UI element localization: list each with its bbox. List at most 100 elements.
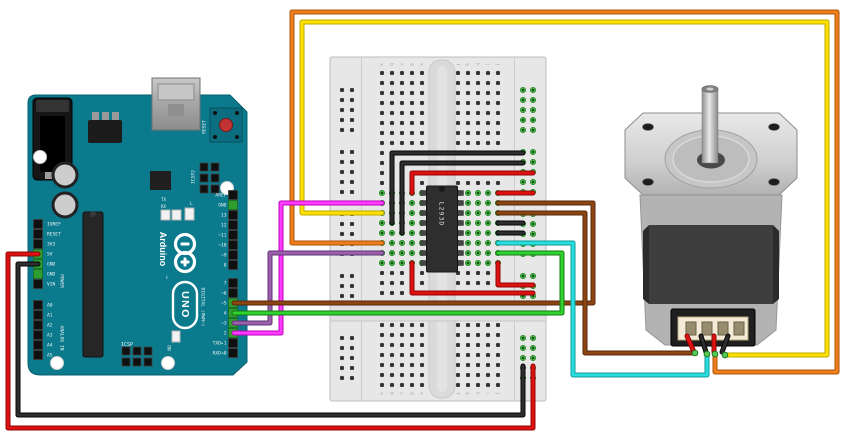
breadboard-hole[interactable] [380, 363, 384, 367]
breadboard-hole[interactable] [420, 131, 424, 135]
breadboard-hole[interactable] [340, 190, 344, 194]
breadboard-hole[interactable] [466, 281, 470, 285]
breadboard-hole[interactable] [466, 383, 470, 387]
breadboard-hole[interactable] [456, 91, 460, 95]
wire-motor-lead-4-black[interactable] [719, 333, 731, 355]
breadboard-hole[interactable] [466, 131, 470, 135]
breadboard-hole[interactable] [486, 181, 490, 185]
breadboard-hole[interactable] [410, 141, 414, 145]
breadboard-hole[interactable] [400, 111, 404, 115]
breadboard-hole[interactable] [476, 333, 480, 337]
breadboard-hole[interactable] [350, 376, 354, 380]
breadboard-hole[interactable] [380, 121, 384, 125]
breadboard-hole[interactable] [466, 353, 470, 357]
breadboard-hole[interactable] [350, 170, 354, 174]
breadboard-hole[interactable] [466, 323, 470, 327]
breadboard-hole[interactable] [400, 373, 404, 377]
breadboard-hole[interactable] [456, 281, 460, 285]
breadboard-hole[interactable] [410, 111, 414, 115]
breadboard-hole[interactable] [476, 81, 480, 85]
breadboard-hole[interactable] [466, 101, 470, 105]
arduino-pin-analog-A1[interactable] [33, 310, 43, 320]
breadboard-hole[interactable] [420, 121, 424, 125]
breadboard-hole[interactable] [496, 353, 500, 357]
breadboard-hole[interactable] [476, 323, 480, 327]
arduino-pin-digital-~9[interactable] [228, 250, 238, 260]
breadboard-hole[interactable] [486, 373, 490, 377]
breadboard-hole[interactable] [466, 373, 470, 377]
breadboard-hole[interactable] [420, 373, 424, 377]
breadboard-hole[interactable] [400, 131, 404, 135]
icsp-pin[interactable] [121, 346, 131, 356]
breadboard-hole[interactable] [420, 353, 424, 357]
breadboard-hole[interactable] [380, 111, 384, 115]
breadboard-hole[interactable] [420, 71, 424, 75]
breadboard-hole[interactable] [390, 281, 394, 285]
icsp-pin[interactable] [210, 162, 220, 172]
breadboard-hole[interactable] [340, 294, 344, 298]
arduino-pin-power-VIN[interactable] [33, 279, 43, 289]
wire-orange-motor3[interactable] [289, 9, 840, 375]
breadboard-hole[interactable] [496, 333, 500, 337]
breadboard-hole[interactable] [466, 111, 470, 115]
breadboard-hole[interactable] [380, 333, 384, 337]
breadboard-hole[interactable] [486, 383, 490, 387]
breadboard-hole[interactable] [476, 121, 480, 125]
breadboard-hole[interactable] [456, 81, 460, 85]
icsp-pin[interactable] [199, 173, 209, 183]
breadboard-hole[interactable] [390, 131, 394, 135]
wire-pin2-magenta[interactable] [231, 200, 385, 336]
breadboard-hole[interactable] [496, 141, 500, 145]
wire-gnd-black[interactable] [15, 261, 526, 418]
breadboard-hole[interactable] [410, 91, 414, 95]
breadboard-hole[interactable] [350, 274, 354, 278]
breadboard-hole[interactable] [456, 181, 460, 185]
arduino-pin-digital-GND[interactable] [228, 200, 238, 210]
breadboard-hole[interactable] [486, 271, 490, 275]
breadboard-hole[interactable] [410, 323, 414, 327]
breadboard-hole[interactable] [400, 121, 404, 125]
wire-brown-motor1[interactable] [495, 210, 698, 356]
breadboard-hole[interactable] [410, 353, 414, 357]
breadboard-hole[interactable] [380, 91, 384, 95]
wire-jumper-red-1[interactable] [409, 170, 536, 196]
breadboard-hole[interactable] [390, 353, 394, 357]
arduino-pin-digital-AREF[interactable] [228, 190, 238, 200]
breadboard-hole[interactable] [420, 363, 424, 367]
breadboard-hole[interactable] [400, 383, 404, 387]
breadboard-hole[interactable] [340, 88, 344, 92]
breadboard-hole[interactable] [486, 111, 490, 115]
breadboard-hole[interactable] [340, 128, 344, 132]
arduino-pin-analog-A4[interactable] [33, 340, 43, 350]
breadboard-hole[interactable] [400, 343, 404, 347]
breadboard-hole[interactable] [380, 383, 384, 387]
breadboard-hole[interactable] [350, 118, 354, 122]
wire-pin3-purple[interactable] [231, 250, 385, 326]
breadboard-hole[interactable] [420, 383, 424, 387]
breadboard-hole[interactable] [456, 71, 460, 75]
breadboard-hole[interactable] [466, 91, 470, 95]
breadboard-hole[interactable] [400, 333, 404, 337]
breadboard-hole[interactable] [400, 71, 404, 75]
wire-jumper-red-3[interactable] [409, 260, 536, 296]
arduino-pin-digital-7[interactable] [228, 278, 238, 288]
breadboard-hole[interactable] [380, 373, 384, 377]
breadboard-hole[interactable] [410, 333, 414, 337]
arduino-pin-digital-8[interactable] [228, 260, 238, 270]
breadboard-hole[interactable] [486, 363, 490, 367]
breadboard-hole[interactable] [340, 222, 344, 226]
breadboard-hole[interactable] [350, 336, 354, 340]
breadboard-hole[interactable] [410, 131, 414, 135]
breadboard-hole[interactable] [340, 284, 344, 288]
breadboard-hole[interactable] [380, 151, 384, 155]
arduino-pin-digital-TXD▸1[interactable] [228, 338, 238, 348]
breadboard-hole[interactable] [350, 88, 354, 92]
breadboard-hole[interactable] [420, 271, 424, 275]
breadboard-hole[interactable] [476, 131, 480, 135]
breadboard-hole[interactable] [390, 291, 394, 295]
icsp-pin[interactable] [210, 184, 220, 194]
breadboard-hole[interactable] [476, 181, 480, 185]
breadboard-hole[interactable] [400, 141, 404, 145]
breadboard-hole[interactable] [466, 181, 470, 185]
